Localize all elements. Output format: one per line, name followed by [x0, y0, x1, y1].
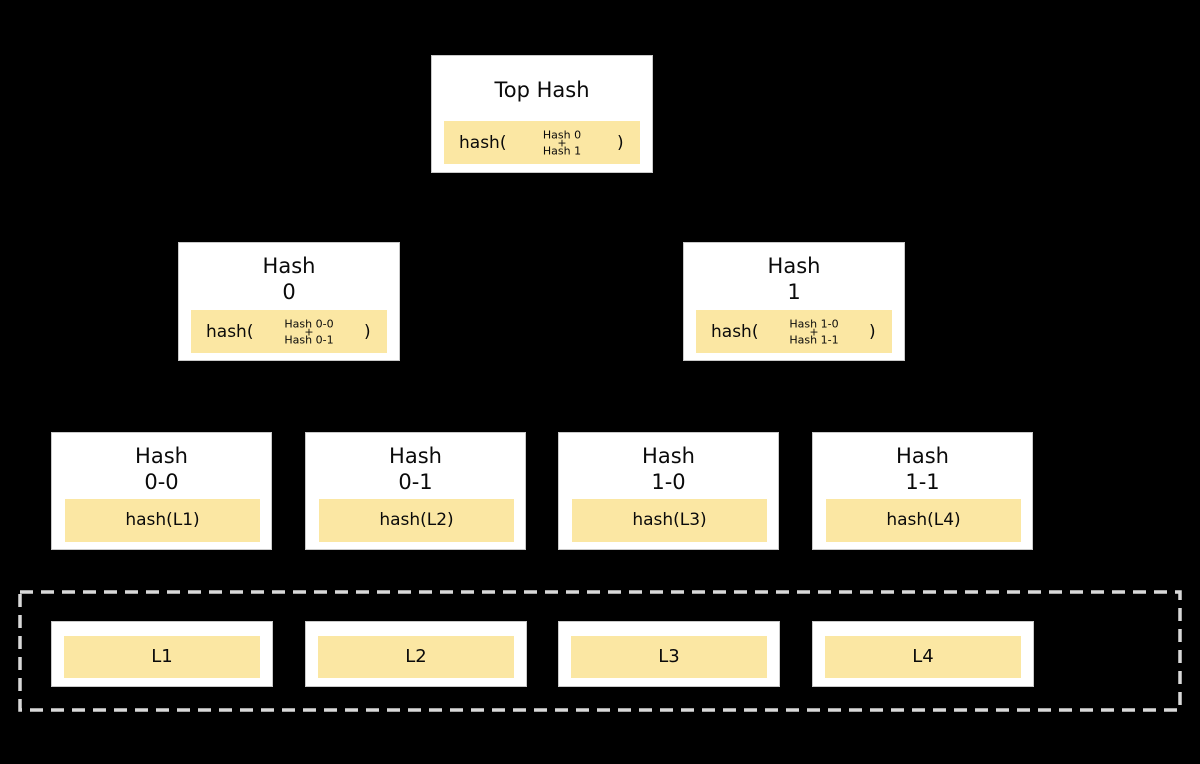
data-block-l1: L1: [51, 621, 273, 687]
operand-top: Hash 0: [542, 128, 582, 141]
hash-formula: hash( Hash 1-0 + Hash 1-1 ): [696, 310, 892, 353]
node-title-line1: Hash: [135, 444, 188, 468]
arrow-hash0-to-top: [287, 176, 463, 242]
plus-operator: +: [304, 325, 314, 338]
arrow-hash1-to-top: [622, 176, 795, 242]
hash-function-suffix: ): [617, 132, 624, 153]
hash-operands: Hash 0 + Hash 1: [543, 129, 581, 156]
node-title-line1: Hash: [767, 254, 821, 278]
data-block-l2: L2: [305, 621, 527, 687]
node-title-line1: Hash: [389, 444, 442, 468]
arrow-hash01-to-hash0: [342, 365, 416, 432]
node-title-line2: 0-0: [144, 470, 179, 494]
arrow-hash00-to-hash0: [161, 365, 236, 432]
hash-function-prefix: hash(: [459, 132, 507, 153]
hash-formula: hash(L4): [826, 499, 1021, 542]
data-block-label: L1: [64, 636, 260, 678]
hash-function-suffix: ): [364, 321, 371, 342]
operand-top: Hash 0-0: [284, 317, 334, 330]
data-block-l3: L3: [558, 621, 780, 687]
hash-formula: hash( Hash 0 + Hash 1 ): [444, 121, 640, 164]
hash-function-prefix: hash(: [206, 321, 254, 342]
node-title-line2: 1: [787, 280, 801, 304]
operand-top: Hash 1-0: [789, 317, 839, 330]
data-block-l4: L4: [812, 621, 1034, 687]
operand-bottom: Hash 0-1: [284, 333, 334, 346]
operand-bottom: Hash 1: [542, 144, 582, 157]
node-title-line2: 0-1: [398, 470, 433, 494]
hash-operands: Hash 1-0 + Hash 1-1: [789, 318, 838, 345]
hash-formula: hash(L2): [319, 499, 514, 542]
data-block-label: L2: [318, 636, 514, 678]
node-title-line2: 1-1: [905, 470, 940, 494]
hash-function-prefix: hash(: [711, 321, 759, 342]
plus-operator: +: [557, 136, 567, 149]
data-block-label: L4: [825, 636, 1021, 678]
plus-operator: +: [809, 325, 819, 338]
hash-formula: hash(L1): [65, 499, 260, 542]
node-title: Top Hash: [494, 78, 590, 102]
hash-function-suffix: ): [869, 321, 876, 342]
arrow-hash11-to-hash1: [848, 365, 923, 432]
node-title-line2: 0: [282, 280, 296, 304]
node-title-line1: Hash: [896, 444, 949, 468]
hash-operands: Hash 0-0 + Hash 0-1: [284, 318, 333, 345]
node-title-line1: Hash: [642, 444, 695, 468]
data-block-label: L3: [571, 636, 767, 678]
hash-formula: hash( Hash 0-0 + Hash 0-1 ): [191, 310, 387, 353]
node-top-hash: Top Hash hash( Hash 0 + Hash 1 ): [431, 55, 653, 173]
node-title-line2: 1-0: [651, 470, 686, 494]
arrow-hash10-to-hash1: [667, 365, 742, 432]
hash-formula: hash(L3): [572, 499, 767, 542]
operand-bottom: Hash 1-1: [789, 333, 839, 346]
node-title-line1: Hash: [262, 254, 316, 278]
